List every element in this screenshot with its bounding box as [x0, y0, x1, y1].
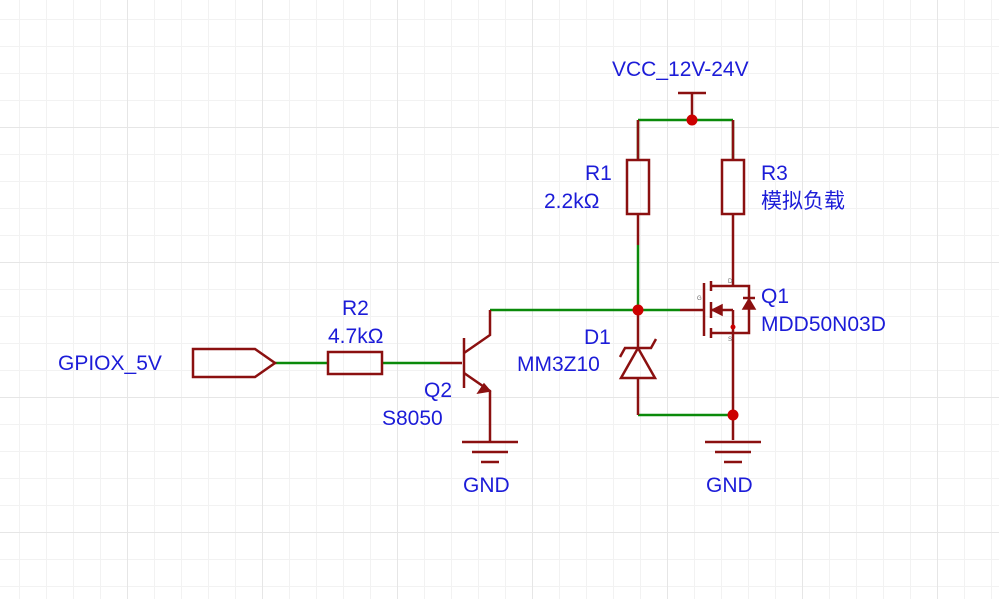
ground-symbol-left[interactable] [462, 440, 518, 464]
junction-gate-node [632, 304, 644, 316]
wires [275, 118, 735, 417]
q1-pin-g-label: G [697, 296, 702, 302]
zener-diode-d1[interactable] [618, 310, 658, 415]
ground-symbol-right[interactable] [705, 440, 761, 464]
resistor-r2[interactable] [326, 350, 384, 376]
gnd-right-label: GND [706, 474, 753, 497]
resistor-r3[interactable] [720, 120, 746, 280]
mosfet-q1-n-channel[interactable]: G D S [680, 279, 757, 440]
vcc-label: VCC_12V-24V [612, 58, 749, 81]
r1-designator: R1 [585, 162, 612, 185]
junctions [632, 114, 739, 421]
r1-value: 2.2kΩ [544, 190, 599, 213]
q2-designator: Q2 [424, 379, 452, 402]
d1-value: MM3Z10 [517, 353, 600, 376]
junction-ground [727, 409, 739, 421]
r3-value: 模拟负载 [761, 190, 845, 213]
q1-value: MDD50N03D [761, 313, 886, 336]
q2-value: S8050 [382, 407, 443, 430]
transistor-q2-npn[interactable] [440, 310, 492, 442]
labels: VCC_12V-24V R1 2.2kΩ R3 模拟负载 R2 4.7kΩ GP… [58, 58, 886, 497]
r2-value: 4.7kΩ [328, 325, 383, 348]
resistor-r1[interactable] [625, 120, 651, 245]
gpio-input-port[interactable] [191, 347, 278, 379]
q1-pin-s-label: S [728, 337, 732, 343]
junction-vcc [686, 114, 698, 126]
q1-designator: Q1 [761, 285, 789, 308]
r3-designator: R3 [761, 162, 788, 185]
gpio-label: GPIOX_5V [58, 352, 162, 375]
junction-source [730, 324, 736, 330]
r2-designator: R2 [342, 297, 369, 320]
d1-designator: D1 [584, 326, 611, 349]
gnd-left-label: GND [463, 474, 510, 497]
q1-pin-d-label: D [728, 279, 733, 285]
